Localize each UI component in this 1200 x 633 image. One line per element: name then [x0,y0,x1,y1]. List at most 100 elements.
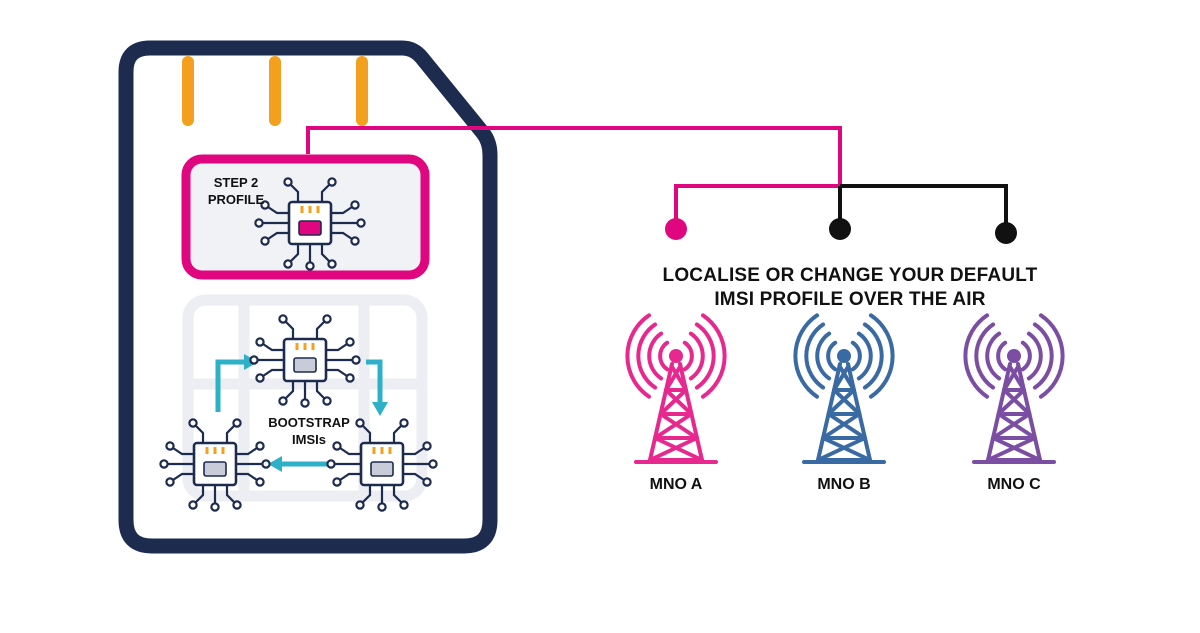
chip-lead [264,231,289,242]
headline-line2: IMSI PROFILE OVER THE AIR [714,289,986,310]
signal-arc-right [694,322,716,390]
chip-lead [403,445,428,456]
tower-brace [664,388,694,416]
signal-arc-left [804,322,826,390]
mno-c-label: MNO C [987,476,1041,493]
step2-profile-label: STEP 2 PROFILE [196,174,276,208]
chip-pad [298,220,322,236]
chip-lead-node [278,396,288,406]
signal-arc-right [850,340,862,372]
bootstrap-chip-right [326,418,438,512]
profile-connector-line [306,126,842,228]
chip-lead [403,472,428,483]
chip-pad [203,461,227,477]
chip-lead-node [350,236,360,246]
chip-lead [359,485,372,506]
selector-node-c [995,222,1017,244]
tower-brace [1002,388,1032,416]
chip-lead-node [232,500,242,510]
tower-brace [653,412,694,440]
profile-label-line1: STEP 2 [213,175,259,190]
chip-lead-node [305,261,315,271]
tower-brace [986,436,1037,462]
chip-lead-node [159,459,169,469]
tower-head [1007,349,1021,363]
profile-label-line2: PROFILE [207,192,265,207]
chip-lead-node [326,459,336,469]
selector-node-b [829,218,851,240]
signal-arc-left [974,322,996,390]
tower-icon-a [625,313,727,464]
chip-lead [336,445,361,456]
chip-lead-node [300,398,310,408]
selector-branch-line [838,184,1008,232]
chip-lead-node [322,314,332,324]
chip-lead [287,244,300,265]
chip-lead-node [255,373,265,383]
chip-lead-node [428,459,438,469]
chip-lead-node [399,418,409,428]
tower-icon-c [963,313,1065,464]
chip-lead-node [327,259,337,269]
signal-arc-left [985,331,1002,381]
chip-lead [392,485,405,506]
chip-lead-node [399,500,409,510]
chip-lead-node [232,418,242,428]
tower-head [669,349,683,363]
tower-brace [653,436,704,462]
grid-frame [182,294,428,502]
chip-lead [236,472,261,483]
chip-lead [259,368,284,379]
tower-icon-b [793,313,895,464]
chip-lead [287,181,300,202]
chip-lead-node [260,236,270,246]
chip-lead [359,422,372,443]
tower-brace [996,412,1037,440]
towers-layer [625,313,1065,464]
chip-lead-node [355,418,365,428]
tower-brace [837,364,856,392]
signal-arc-right [700,313,727,399]
signal-arc-right [688,331,705,381]
selector-node-a [665,218,687,240]
signal-arc-right [862,322,884,390]
signal-arc-right [868,313,895,399]
chip-lead-node [249,355,259,365]
chip-lead-node [377,502,387,512]
arrowhead [268,456,282,472]
chip-lead [225,422,238,443]
chip-lead-node [210,502,220,512]
chip-lead-node [255,337,265,347]
chip-lead-node [332,477,342,487]
chip-lead [331,231,356,242]
chip-lead-node [188,418,198,428]
tower-brace [832,364,851,392]
headline-line1: LOCALISE OR CHANGE YOUR DEFAULT [662,265,1038,286]
tower-brace [669,364,688,392]
chip-lead-node [355,500,365,510]
arrow-right-down [366,359,383,402]
chip-lead-node [188,500,198,510]
signal-arc-left [636,322,658,390]
bootstrap-label-line1: BOOTSTRAP [268,415,350,430]
tower-brace [821,412,862,440]
tower-brace [821,436,872,462]
chip-lead [392,422,405,443]
chip-lead [192,422,205,443]
signal-arc-left [658,340,670,372]
signal-arc-right [1026,331,1043,381]
bootstrap-label-line2: IMSIs [292,432,326,447]
chip-lead-node [283,259,293,269]
chip-lead-node [255,477,265,487]
chip-lead-node [165,477,175,487]
signal-arc-right [1038,313,1065,399]
signal-arc-right [1020,340,1032,372]
tower-brace [826,388,856,416]
signal-arc-left [826,340,838,372]
chip-lead [169,445,194,456]
arrow-up-right [215,359,244,412]
tower-brace [648,436,699,462]
tower-brace [664,364,683,392]
chip-lead-node [260,200,270,210]
